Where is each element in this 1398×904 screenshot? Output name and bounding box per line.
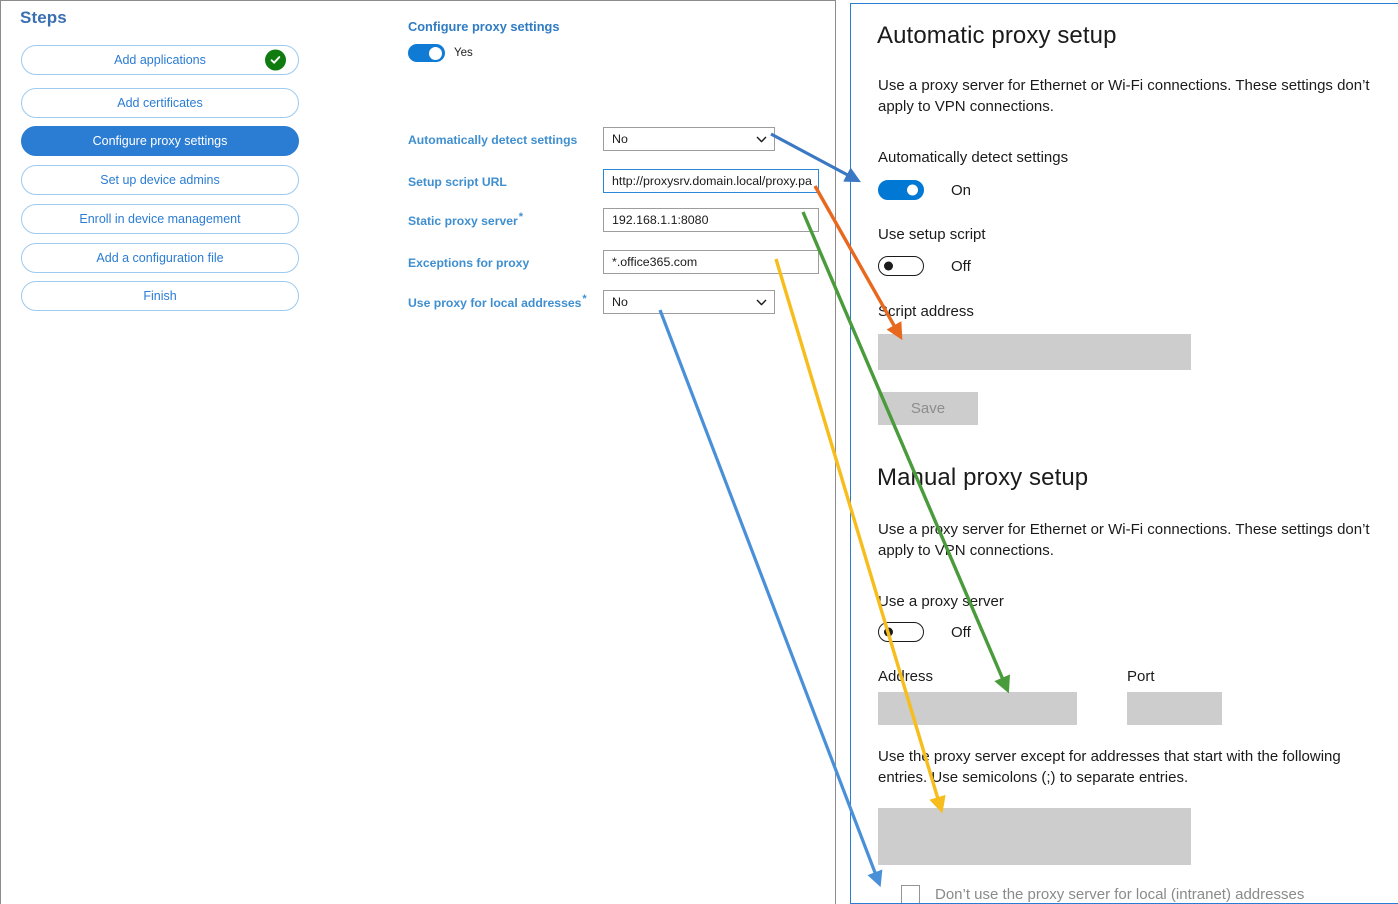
proxy-form-panel: Configure proxy settings Yes Automatical… (408, 19, 819, 314)
port-label: Port (1127, 668, 1155, 685)
step-label: Finish (143, 289, 177, 303)
use-setup-script-state: Off (951, 257, 971, 275)
chevron-down-icon (756, 299, 767, 305)
exceptions-input[interactable] (878, 808, 1191, 865)
bypass-local-addresses-label: Don’t use the proxy server for local (in… (935, 886, 1305, 903)
label-static-proxy-server: Static proxy server* (408, 210, 524, 228)
bypass-local-addresses-checkbox[interactable] (901, 885, 920, 903)
chevron-down-icon (756, 136, 767, 142)
input-exceptions-for-proxy[interactable]: *.office365.com (603, 250, 819, 274)
frame-left-border (0, 0, 1, 904)
label-exceptions-for-proxy: Exceptions for proxy (408, 256, 529, 270)
step-item-finish[interactable]: Finish (21, 281, 299, 311)
automatically-detect-settings-toggle[interactable] (878, 180, 924, 200)
step-item-set-up-device-admins[interactable]: Set up device admins (21, 165, 299, 195)
select-value: No (612, 295, 628, 309)
script-address-input[interactable] (878, 334, 1191, 370)
configure-proxy-toggle[interactable] (408, 44, 445, 62)
automatically-detect-settings-state: On (951, 181, 972, 199)
input-static-proxy-server[interactable]: 192.168.1.1:8080 (603, 208, 819, 232)
toggle-knob (884, 261, 893, 271)
check-circle-icon (265, 49, 286, 71)
address-label: Address (878, 668, 934, 685)
label-text: Exceptions for proxy (408, 256, 530, 270)
manual-proxy-setup-heading: Manual proxy setup (877, 464, 1089, 491)
script-address-label: Script address (878, 303, 974, 320)
label-use-proxy-for-local-addresses: Use proxy for local addresses* (408, 292, 587, 310)
step-item-add-applications[interactable]: Add applications (21, 45, 299, 75)
save-button[interactable]: Save (878, 392, 978, 425)
automatic-proxy-description: Use a proxy server for Ethernet or Wi-Fi… (878, 77, 1370, 116)
step-label: Enroll in device management (79, 212, 241, 226)
windows-settings-content: Automatic proxy setup Use a proxy server… (877, 4, 1398, 903)
toggle-knob (907, 184, 918, 196)
required-asterisk: * (582, 292, 587, 305)
manual-proxy-description: Use a proxy server for Ethernet or Wi-Fi… (878, 521, 1370, 560)
use-a-proxy-server-toggle-group: Off (878, 622, 971, 642)
port-input[interactable] (1127, 692, 1222, 725)
use-setup-script-label: Use setup script (878, 226, 986, 243)
label-text: Automatically detect settings (408, 133, 578, 147)
use-setup-script-toggle[interactable] (878, 256, 924, 276)
toggle-knob (884, 627, 893, 637)
select-automatically-detect-settings[interactable]: No (603, 127, 775, 151)
automatically-detect-settings-toggle-group: On (878, 180, 971, 200)
select-value: No (612, 132, 628, 146)
use-a-proxy-server-toggle[interactable] (878, 622, 924, 642)
step-label: Set up device admins (100, 173, 220, 187)
step-item-add-certificates[interactable]: Add certificates (21, 88, 299, 118)
input-value: http://proxysrv.domain.local/proxy.pa (612, 174, 812, 188)
automatically-detect-settings-label: Automatically detect settings (878, 149, 1069, 166)
frame-top-border (0, 0, 836, 1)
step-label: Configure proxy settings (92, 134, 228, 148)
label-automatically-detect-settings: Automatically detect settings (408, 133, 577, 147)
step-item-enroll-in-device-management[interactable]: Enroll in device management (21, 204, 299, 234)
save-button-label: Save (910, 400, 946, 417)
label-text: Static proxy server (408, 214, 518, 228)
windows-proxy-settings-panel: Automatic proxy setup Use a proxy server… (850, 3, 1398, 904)
input-value: *.office365.com (612, 255, 698, 269)
toggle-knob (429, 46, 442, 60)
automatic-proxy-setup-heading: Automatic proxy setup (877, 22, 1117, 49)
label-setup-script-url: Setup script URL (408, 175, 507, 189)
input-value: 192.168.1.1:8080 (612, 213, 709, 227)
step-label: Add certificates (117, 96, 203, 110)
step-label: Add applications (114, 53, 206, 67)
required-asterisk: * (518, 210, 524, 223)
step-item-configure-proxy-settings[interactable]: Configure proxy settings (21, 126, 299, 156)
form-heading: Configure proxy settings (408, 19, 560, 34)
label-text: Use proxy for local addresses (408, 296, 582, 310)
configure-proxy-toggle-group: Yes (408, 44, 473, 62)
steps-title: Steps (20, 8, 67, 27)
step-item-add-a-configuration-file[interactable]: Add a configuration file (21, 243, 299, 273)
address-input[interactable] (878, 692, 1077, 725)
select-use-proxy-for-local-addresses[interactable]: No (603, 290, 775, 314)
exceptions-description: Use the proxy server except for addresse… (878, 748, 1341, 787)
use-setup-script-toggle-group: Off (878, 256, 971, 276)
input-setup-script-url[interactable]: http://proxysrv.domain.local/proxy.pa (603, 169, 819, 193)
use-a-proxy-server-state: Off (951, 623, 971, 641)
use-a-proxy-server-label: Use a proxy server (878, 593, 1004, 610)
step-label: Add a configuration file (96, 251, 224, 265)
configure-proxy-toggle-value: Yes (454, 47, 473, 59)
label-text: Setup script URL (408, 175, 507, 189)
